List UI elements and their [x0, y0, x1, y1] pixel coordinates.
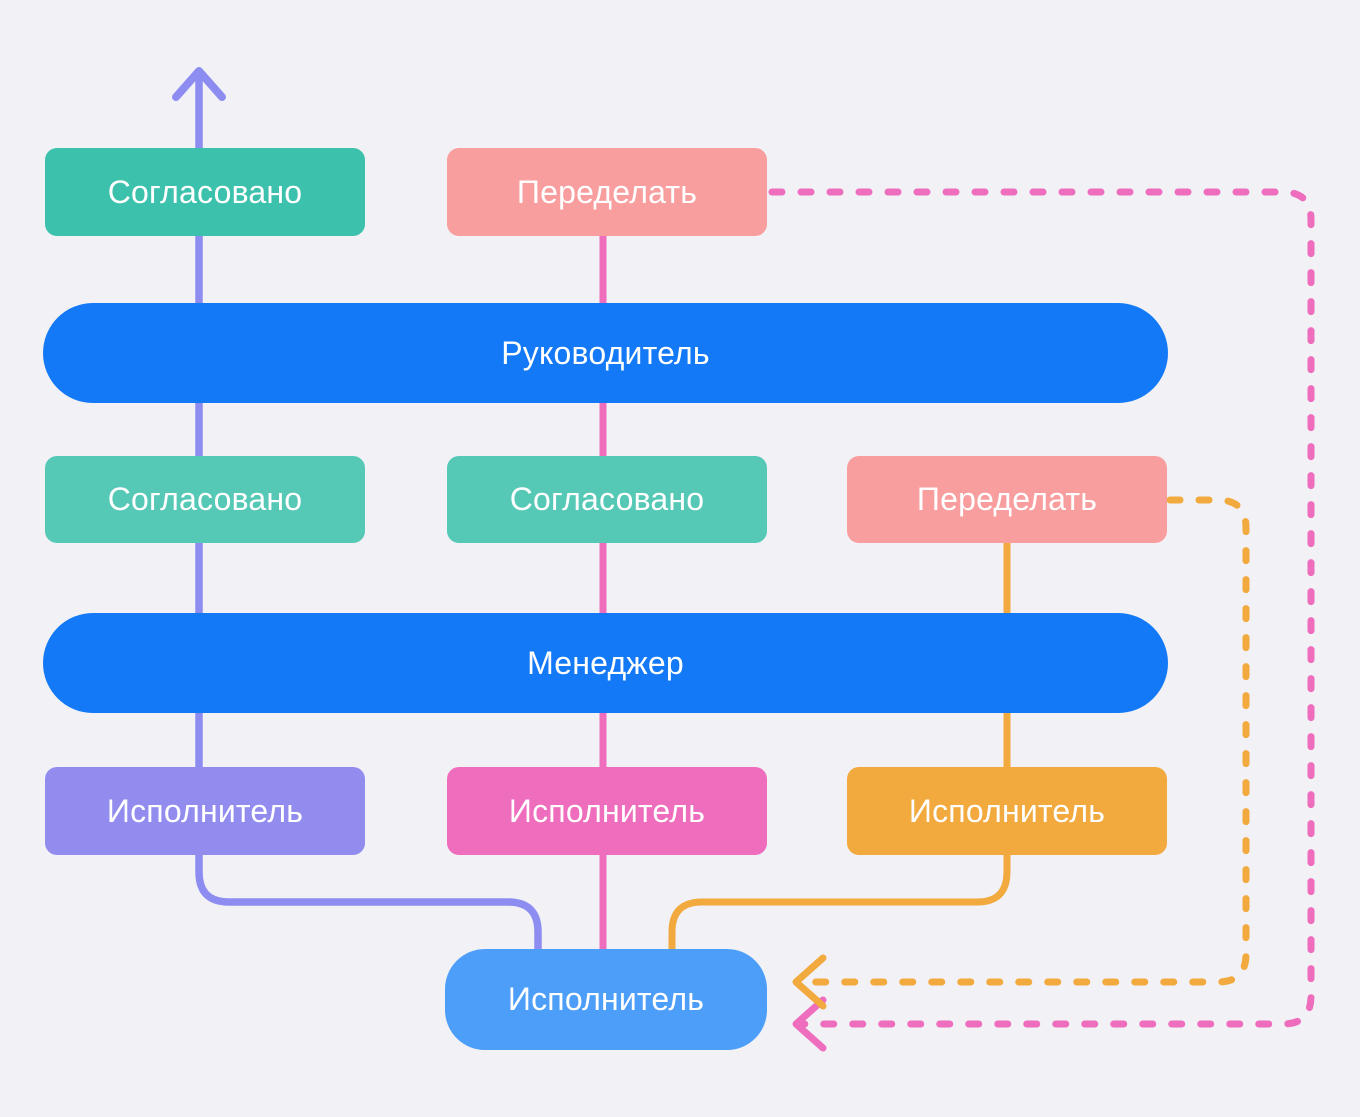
- node-executor-right-label: Исполнитель: [908, 792, 1106, 829]
- left-arrowhead-orange-icon: [792, 954, 827, 1010]
- node-redo-mid-label: Переделать: [916, 481, 1098, 517]
- connector-redo-flow-line: [668, 516, 1011, 966]
- feedback-redo-mid-dashed-line: [798, 496, 1250, 986]
- bar-lead: Руководитель: [43, 303, 1168, 403]
- node-executor-center-label: Исполнитель: [508, 792, 706, 829]
- up-arrowhead-icon: [172, 67, 226, 101]
- node-approved-mid-left: Согласовано: [45, 456, 365, 543]
- node-redo-top-label: Переделать: [516, 173, 698, 210]
- node-executor-left: Исполнитель: [45, 767, 365, 855]
- bar-manager: Менеджер: [43, 613, 1168, 713]
- connector-approved-flow-line: [195, 72, 542, 966]
- node-approved-mid-center: Согласовано: [447, 456, 767, 543]
- node-executor-bottom: Исполнитель: [445, 949, 767, 1050]
- bar-manager-label: Менеджер: [527, 644, 684, 681]
- node-approved-mid-center-label: Согласовано: [509, 481, 705, 517]
- node-approved-top-label: Согласовано: [107, 173, 303, 210]
- node-executor-left-label: Исполнитель: [106, 792, 304, 829]
- node-redo-mid: Переделать: [847, 456, 1167, 543]
- node-redo-top: Переделать: [447, 148, 767, 236]
- node-executor-right: Исполнитель: [847, 767, 1167, 855]
- bar-lead-label: Руководитель: [501, 334, 710, 371]
- left-arrowhead-pink-icon: [792, 996, 827, 1052]
- feedback-redo-top-dashed-line: [768, 188, 1315, 1028]
- node-executor-bottom-label: Исполнитель: [507, 981, 705, 1017]
- node-executor-center: Исполнитель: [447, 767, 767, 855]
- node-approved-top: Согласовано: [45, 148, 365, 236]
- node-approved-mid-left-label: Согласовано: [107, 481, 303, 517]
